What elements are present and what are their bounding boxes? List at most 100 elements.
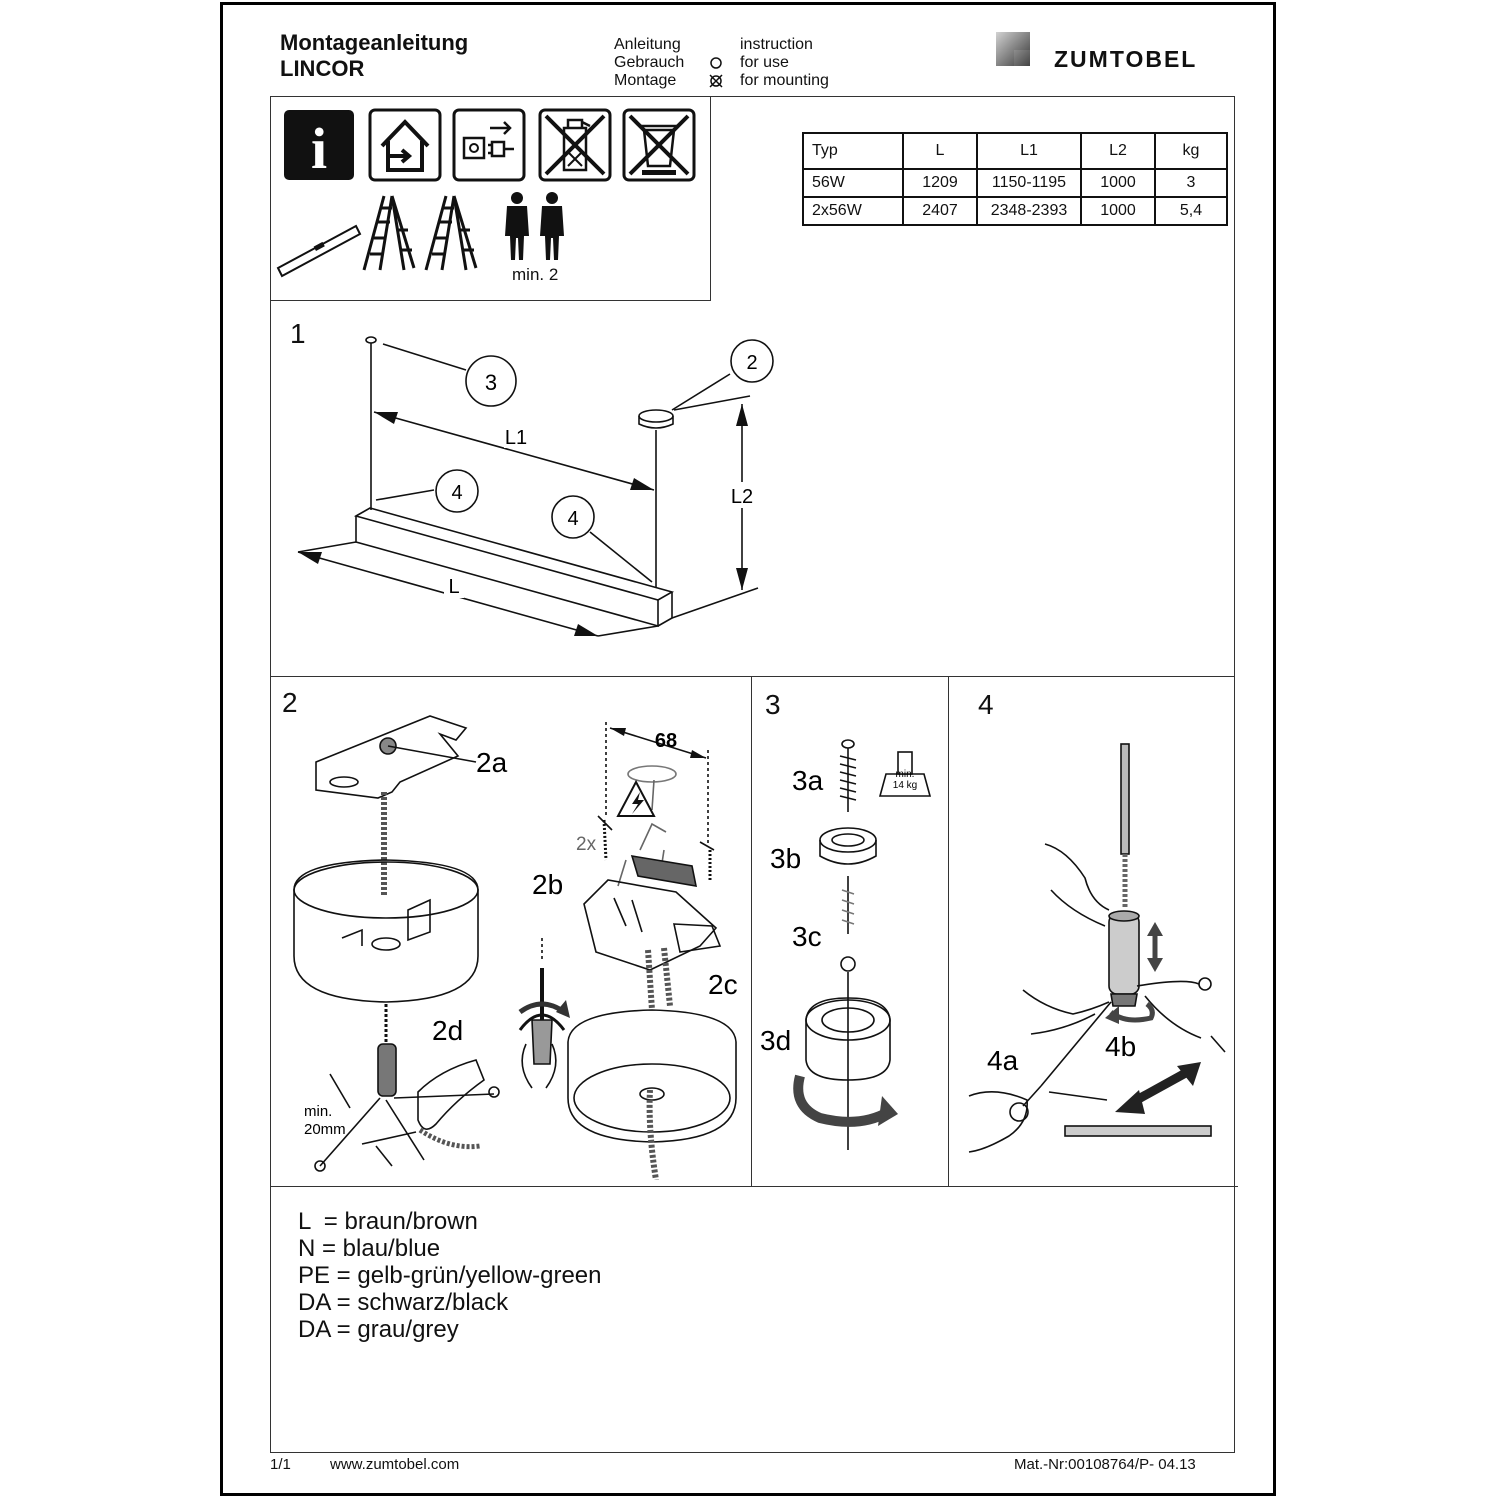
weight-icon: min. 14 kg xyxy=(878,751,932,797)
dim-l: L xyxy=(448,576,459,598)
rotate-arrow-icon xyxy=(1105,1002,1155,1024)
table-header-cell: L xyxy=(902,132,978,170)
crossed-circle-icon xyxy=(709,74,723,88)
tools-box xyxy=(270,96,711,301)
up-down-arrow-icon xyxy=(1147,922,1163,972)
rotate-arrow-icon xyxy=(518,1000,570,1018)
label-3b: 3b xyxy=(770,843,801,874)
table-cell: 56W xyxy=(802,168,904,198)
info-icon: i xyxy=(284,110,354,181)
legend-de-3: Montage xyxy=(614,72,677,89)
label-4b: 4b xyxy=(1105,1031,1136,1062)
callout-4: 4 xyxy=(451,482,462,504)
double-arrow-icon xyxy=(1115,1062,1201,1114)
divider-v2 xyxy=(948,676,949,1186)
step-4-diagram: 4a 4b xyxy=(968,743,1226,1153)
ladder-icon xyxy=(362,195,416,271)
label-2d: 2d xyxy=(432,1015,463,1046)
legend-en-1: instruction xyxy=(740,36,813,53)
website-link[interactable]: www.zumtobel.com xyxy=(330,1456,460,1473)
table-cell: 5,4 xyxy=(1154,196,1228,226)
safety-icons-row: i xyxy=(284,108,696,182)
min-value: 20mm xyxy=(304,1121,346,1138)
table-header-row: Typ L L1 L2 kg xyxy=(802,132,1228,170)
divider-top xyxy=(270,676,1235,677)
legend-german: Anleitung Gebrauch Montage xyxy=(614,36,684,90)
label-4a: 4a xyxy=(987,1045,1019,1076)
table-cell: 1209 xyxy=(902,168,978,198)
dim-l2: L2 xyxy=(731,486,753,508)
svg-text:i: i xyxy=(311,116,327,181)
weight-min: min. xyxy=(896,769,915,780)
legend-en-2: for use xyxy=(740,54,789,71)
step-1-diagram: 3 2 4 4 L1 L2 L xyxy=(297,336,774,637)
no-household-waste-icon xyxy=(622,108,696,182)
colour-key-item: PE = gelb-grün/yellow-green xyxy=(298,1262,602,1289)
dim-68: 68 xyxy=(655,730,677,752)
callout-circle xyxy=(435,469,479,513)
colour-key: L = braun/brown N = blau/blue PE = gelb-… xyxy=(298,1208,602,1343)
colour-key-item: N = blau/blue xyxy=(298,1235,441,1262)
material-number: Mat.-Nr:00108764/P- 04.13 xyxy=(1014,1456,1196,1473)
table-cell: 1150-1195 xyxy=(976,168,1082,198)
power-disconnect-icon xyxy=(452,108,526,182)
label-3a: 3a xyxy=(792,765,824,796)
step-2-number: 2 xyxy=(282,687,298,718)
table-cell: 2x56W xyxy=(802,196,904,226)
weight-value: 14 kg xyxy=(893,780,917,791)
spec-table: Typ L L1 L2 kg 56W 1209 1150-1195 1000 3… xyxy=(802,132,1228,226)
product-name: LINCOR xyxy=(280,56,365,81)
label-3d: 3d xyxy=(760,1025,791,1056)
divider-bottom xyxy=(270,1186,1238,1187)
electric-hazard-icon xyxy=(616,779,656,817)
table-header-cell: L1 xyxy=(976,132,1082,170)
colour-key-item: DA = schwarz/black xyxy=(298,1289,509,1316)
callout-circle xyxy=(551,495,595,539)
no-cleaning-agent-icon xyxy=(538,108,612,182)
ladder-icon xyxy=(424,195,478,271)
legend-english: instruction for use for mounting xyxy=(740,36,829,90)
legend-de-2: Gebrauch xyxy=(614,54,685,71)
page-frame xyxy=(220,2,1276,1496)
table-cell: 2407 xyxy=(902,196,978,226)
callout-4: 4 xyxy=(567,508,578,530)
document-title: Montageanleitung xyxy=(280,30,469,55)
step-3-number: 3 xyxy=(765,689,781,720)
divider-v1 xyxy=(751,676,752,1186)
table-header-cell: kg xyxy=(1154,132,1228,170)
step-1-number: 1 xyxy=(290,318,306,349)
qty-2x: 2x xyxy=(576,834,597,855)
circle-icon xyxy=(710,57,722,69)
step-2-diagram: 2a 2b 2c 2d 68 2x min. 20mm xyxy=(293,715,738,1180)
content-box xyxy=(270,96,1235,1453)
label-2c: 2c xyxy=(708,969,738,1000)
step-4-number: 4 xyxy=(978,689,994,720)
indoor-use-icon xyxy=(368,108,442,182)
table-header-cell: Typ xyxy=(802,132,904,170)
spirit-level-icon xyxy=(276,224,362,278)
two-persons-icon xyxy=(505,192,564,260)
rotate-arrow-icon xyxy=(793,1074,898,1127)
table-cell: 3 xyxy=(1154,168,1228,198)
label-3c: 3c xyxy=(792,921,822,952)
tools-row xyxy=(276,192,564,278)
table-row: 56W 1209 1150-1195 1000 3 xyxy=(802,168,1228,198)
table-header-cell: L2 xyxy=(1080,132,1156,170)
persons-label: min. 2 xyxy=(512,265,559,284)
table-cell: 1000 xyxy=(1080,168,1156,198)
zumtobel-logo-icon xyxy=(996,32,1030,66)
table-cell: 1000 xyxy=(1080,196,1156,226)
colour-key-item: DA = grau/grey xyxy=(298,1316,459,1343)
label-2b: 2b xyxy=(532,869,563,900)
legend-en-3: for mounting xyxy=(740,72,829,89)
legend-symbols xyxy=(709,57,723,88)
label-2a: 2a xyxy=(476,747,508,778)
table-cell: 2348-2393 xyxy=(976,196,1082,226)
step-3-diagram: min. 14 kg 3a 3b 3c 3d xyxy=(760,739,932,1150)
table-row: 2x56W 2407 2348-2393 1000 5,4 xyxy=(802,196,1228,226)
legend-de-1: Anleitung xyxy=(614,36,681,53)
brand-name: ZUMTOBEL xyxy=(1054,46,1198,72)
callout-3: 3 xyxy=(485,370,497,395)
callout-circle xyxy=(465,355,517,407)
colour-key-item: L = braun/brown xyxy=(298,1208,478,1235)
